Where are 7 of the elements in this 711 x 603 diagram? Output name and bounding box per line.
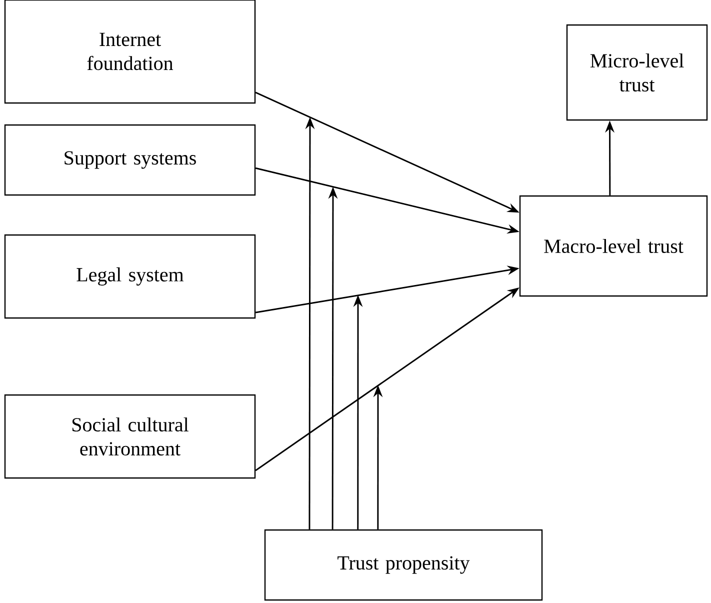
box: Social cultural environment <box>4 394 256 479</box>
box: Micro-level trust <box>566 24 708 121</box>
box: Trust propensity <box>264 529 543 601</box>
box: Macro-level trust <box>519 195 708 297</box>
box: Support systems <box>4 124 256 196</box>
box: Legal system <box>4 234 256 319</box>
box: Internet foundation <box>4 0 256 104</box>
